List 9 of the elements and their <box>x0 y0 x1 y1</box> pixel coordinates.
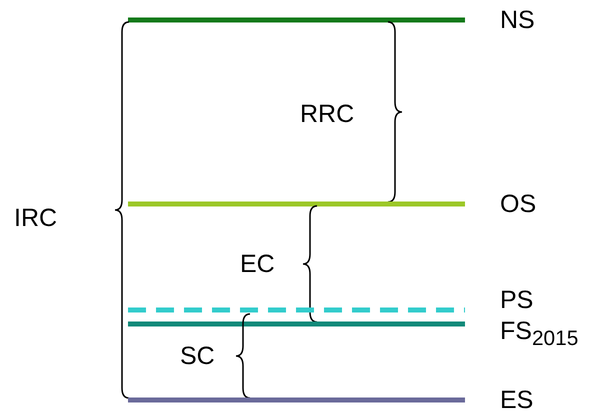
level-label: ES <box>500 386 534 414</box>
level-label: NS <box>500 6 535 34</box>
range-label: EC <box>240 250 275 278</box>
range-label: SC <box>180 342 215 370</box>
level-label: PS <box>500 286 534 314</box>
range-label: RRC <box>300 100 354 128</box>
range-label: IRC <box>14 204 58 232</box>
level-label: FS$_{2015}$ <box>500 317 578 352</box>
level-label: OS <box>500 190 536 218</box>
